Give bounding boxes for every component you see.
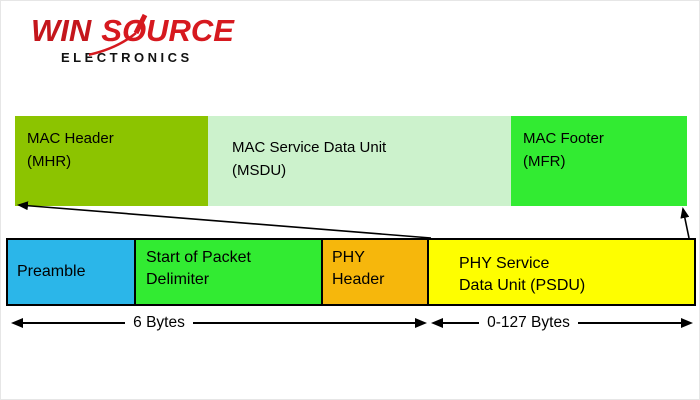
expansion-line-left — [17, 201, 432, 239]
phy-header-cell: PHY Header — [323, 238, 429, 306]
measurement-6-bytes-label: 6 Bytes — [133, 314, 185, 331]
psdu-cell: PHY Service Data Unit (PSDU) — [429, 238, 696, 306]
logo: WIN SOURCE ELECTRONICS — [31, 13, 261, 65]
expansion-line-right — [680, 207, 690, 239]
logo-win-text: WIN — [31, 13, 92, 48]
arrow-right-icon — [415, 318, 427, 328]
mac-frame-row: MAC Header (MHR) MAC Service Data Unit (… — [15, 116, 687, 206]
phy-frame-row: Preamble Start of Packet Delimiter PHY H… — [6, 238, 696, 306]
arrow-left-icon — [431, 318, 443, 328]
logo-subtitle: ELECTRONICS — [61, 50, 193, 65]
measure-line — [192, 322, 415, 324]
arrow-left-icon — [11, 318, 23, 328]
measure-line — [443, 322, 480, 324]
start-of-packet-delimiter-cell: Start of Packet Delimiter — [136, 238, 323, 306]
measure-line — [23, 322, 126, 324]
mac-header-cell: MAC Header (MHR) — [15, 116, 208, 206]
arrow-right-icon — [681, 318, 693, 328]
preamble-cell: Preamble — [6, 238, 136, 306]
msdu-cell: MAC Service Data Unit (MSDU) — [208, 116, 511, 206]
logo-wordmark: WIN SOURCE — [31, 15, 261, 46]
measurement-6-bytes: 6 Bytes — [11, 314, 427, 332]
logo-source-text: SOURCE — [101, 13, 234, 48]
measurement-psdu-bytes-label: 0-127 Bytes — [487, 314, 570, 331]
measure-line — [577, 322, 681, 324]
mac-footer-cell: MAC Footer (MFR) — [511, 116, 687, 206]
measurement-psdu-bytes: 0-127 Bytes — [431, 314, 693, 332]
